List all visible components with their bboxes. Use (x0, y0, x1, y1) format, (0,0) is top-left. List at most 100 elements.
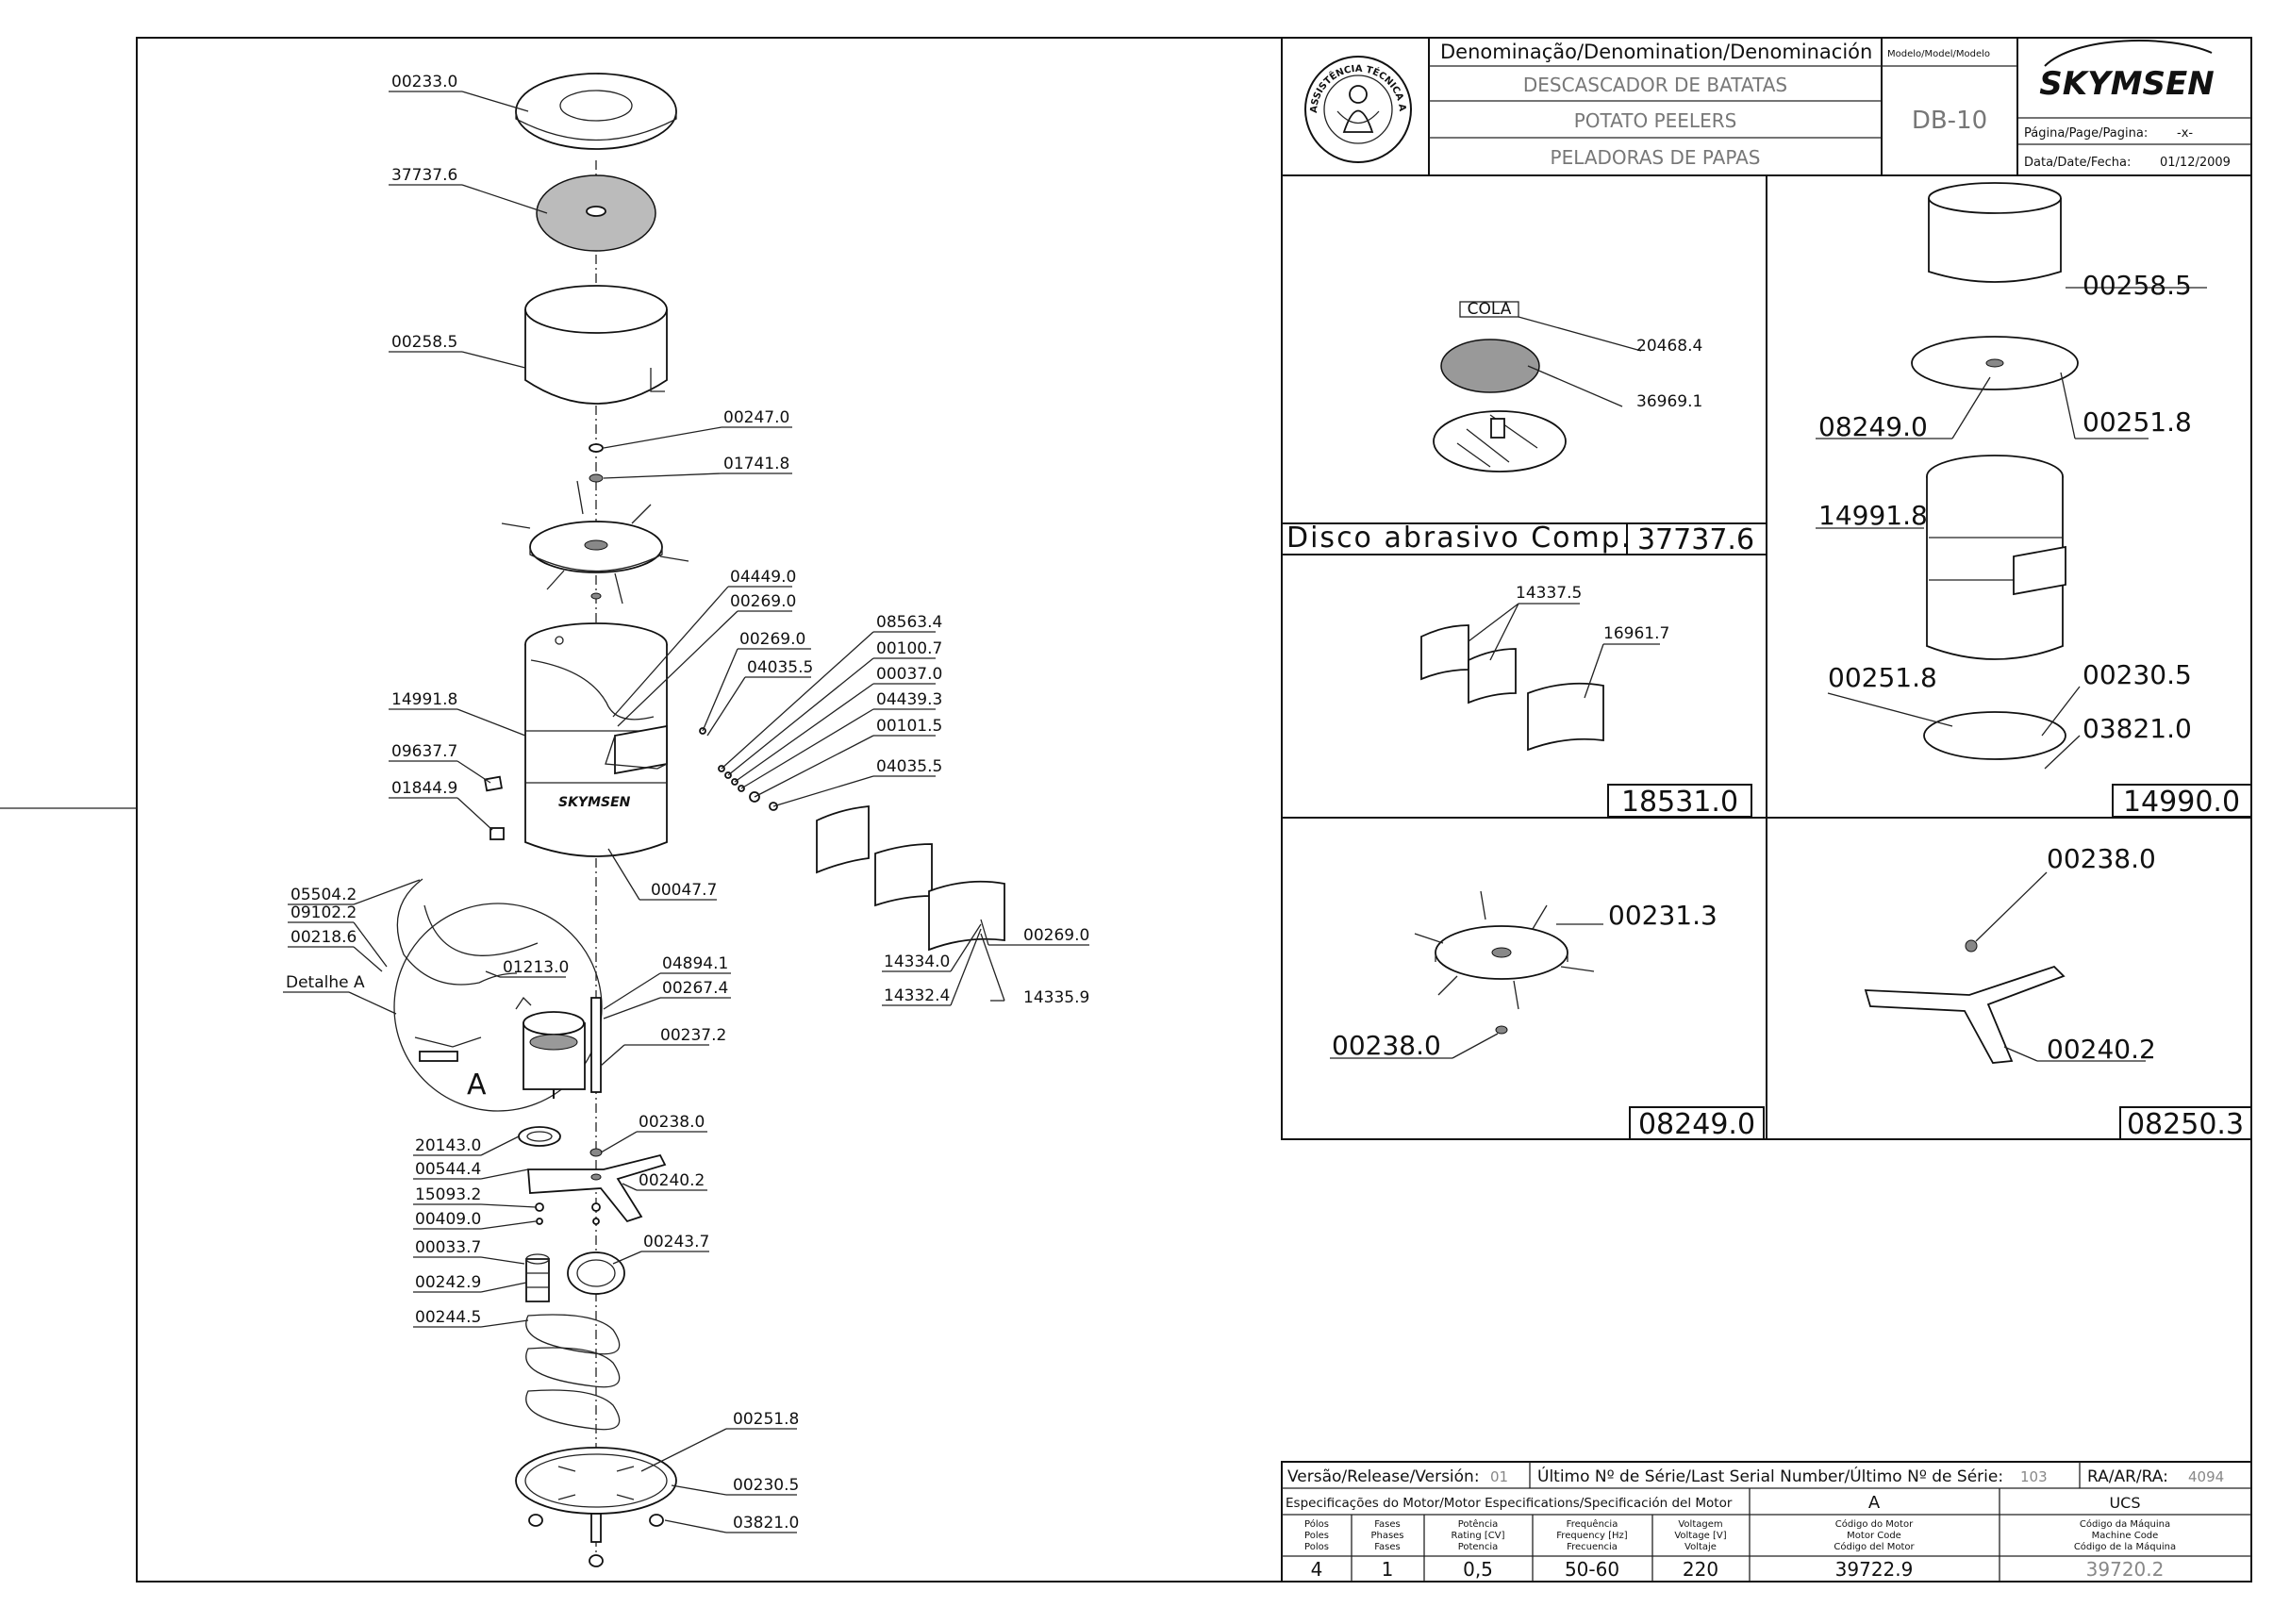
panel2-code: 18531.0 (1621, 786, 1738, 819)
svg-text:Código da Máquina: Código da Máquina (2080, 1518, 2170, 1530)
main-label-9: 08563.4 (876, 613, 942, 632)
header-block: ASSISTÊNCIA TÉCNICA AUTORIZADA Denominaç… (0, 0, 2252, 176)
main-label-11: 00037.0 (876, 665, 942, 684)
label-36969-1: 36969.1 (1636, 392, 1702, 411)
main-label-44: 03821.0 (733, 1514, 799, 1533)
main-label-18: 00047.7 (651, 881, 717, 900)
label-00251-8-p4a: 00251.8 (2083, 406, 2192, 438)
svg-text:Phases: Phases (1370, 1531, 1403, 1541)
svg-text:Voltaje: Voltaje (1684, 1542, 1717, 1552)
main-label-43: 00230.5 (733, 1476, 799, 1495)
authorized-service-seal: ASSISTÊNCIA TÉCNICA AUTORIZADA (0, 0, 1412, 163)
main-label-41: 00244.5 (415, 1308, 481, 1327)
name-pt: DESCASCADOR DE BATATAS (1523, 74, 1787, 96)
version-value: 01 (1490, 1468, 1508, 1485)
main-label-13: 00101.5 (876, 717, 942, 736)
main-label-31: 14335.9 (1023, 988, 1089, 1007)
serial-label: Último Nº de Série/Last Serial Number/Úl… (1537, 1466, 2003, 1486)
seal-text: ASSISTÊNCIA TÉCNICA AUTORIZADA (0, 0, 1407, 113)
main-label-37: 00240.2 (639, 1171, 705, 1190)
svg-text:1: 1 (1382, 1558, 1394, 1581)
machine-col: UCS (2109, 1494, 2140, 1512)
main-label-34: 15093.2 (415, 1185, 481, 1204)
main-label-4: 01741.8 (723, 455, 789, 473)
motor-col: A (1868, 1493, 1881, 1513)
main-label-36: 00238.0 (639, 1113, 705, 1132)
title-block: Versão/Release/Versión: 01 Último Nº de … (1281, 1461, 2252, 1583)
main-label-5: 04449.0 (730, 568, 796, 587)
panel1-code: 37737.6 (1637, 523, 1754, 556)
panel4-code: 14990.0 (2123, 786, 2240, 819)
main-label-15: 14991.8 (391, 690, 457, 709)
main-label-28: 00269.0 (1023, 926, 1089, 945)
main-label-42: 00251.8 (733, 1410, 799, 1429)
date-value: 01/12/2009 (2160, 156, 2231, 170)
svg-text:Rating [CV]: Rating [CV] (1451, 1531, 1504, 1541)
main-label-33: 00544.4 (415, 1160, 481, 1179)
name-en: POTATO PEELERS (1574, 109, 1737, 132)
date-label: Data/Date/Fecha: (2024, 156, 2131, 170)
label-cola: COLA (1468, 300, 1512, 319)
main-label-35: 00409.0 (415, 1210, 481, 1229)
svg-text:Machine Code: Machine Code (2092, 1531, 2159, 1541)
main-label-22: Detalhe A (286, 973, 365, 992)
main-label-21: 00218.6 (290, 928, 357, 947)
label-20468-4: 20468.4 (1636, 337, 1702, 356)
svg-text:Polos: Polos (1304, 1542, 1329, 1552)
main-label-19: 05504.2 (290, 886, 357, 904)
page-value: -x- (2177, 126, 2193, 141)
panel-liners: 14337.5 16961.7 18531.0 (1420, 584, 1752, 819)
main-label-29: 14334.0 (884, 953, 950, 971)
main-label-17: 01844.9 (391, 779, 457, 798)
svg-text:4: 4 (1311, 1558, 1323, 1581)
main-label-1: 37737.6 (391, 166, 457, 185)
label-03821-0-p4: 03821.0 (2083, 713, 2192, 744)
main-label-16: 09637.7 (391, 742, 457, 761)
svg-text:Fases: Fases (1374, 1542, 1401, 1552)
label-00258-5-p4: 00258.5 (2083, 270, 2192, 301)
main-label-6: 00269.0 (730, 592, 796, 611)
svg-text:SKYMSEN: SKYMSEN (2039, 65, 2214, 103)
svg-text:39722.9: 39722.9 (1835, 1558, 1914, 1581)
spec-col-poles: Pólos Poles Polos 4 (1304, 1518, 1329, 1581)
brand-logo: SKYMSEN (2039, 40, 2215, 103)
svg-text:Potencia: Potencia (1458, 1542, 1499, 1552)
svg-text:Frequency [Hz]: Frequency [Hz] (1556, 1531, 1628, 1541)
spec-col-machine-code: Código da Máquina Machine Code Código de… (2074, 1518, 2176, 1581)
main-label-30: 14332.4 (884, 986, 950, 1005)
main-label-2: 00258.5 (391, 333, 457, 352)
svg-text:Motor Code: Motor Code (1847, 1531, 1901, 1541)
panel-impeller: 00238.0 00240.2 08250.3 (1864, 843, 2252, 1141)
page-label: Página/Page/Pagina: (2024, 126, 2148, 141)
main-part-labels: 00233.0 37737.6 00258.5 00247.0 01741.8 … (286, 73, 1089, 1533)
panel-disc: 00231.3 00238.0 08249.0 (1330, 890, 1765, 1141)
drum-brand: SKYMSEN (558, 795, 631, 810)
label-00231-3: 00231.3 (1608, 900, 1718, 931)
version-label: Versão/Release/Versión: (1287, 1467, 1480, 1486)
main-label-32: 20143.0 (415, 1136, 481, 1155)
spec-col-phases: Fases Phases Fases 1 (1370, 1519, 1403, 1581)
label-16961-7: 16961.7 (1603, 624, 1669, 643)
main-label-23: 01213.0 (503, 958, 569, 977)
main-label-39: 00242.9 (415, 1273, 481, 1292)
svg-text:Voltage [V]: Voltage [V] (1674, 1531, 1726, 1541)
main-label-26: 00237.2 (660, 1026, 726, 1045)
spec-col-motor-code: Código do Motor Motor Code Código del Mo… (1834, 1518, 1915, 1581)
svg-text:220: 220 (1683, 1558, 1718, 1581)
label-00238-0-p5: 00238.0 (2047, 843, 2156, 874)
denomination-label: Denominação/Denomination/Denominación (1440, 41, 1872, 63)
panel3-code: 08249.0 (1638, 1108, 1755, 1141)
main-label-38: 00033.7 (415, 1238, 481, 1257)
detail-panels-grid (1281, 174, 2252, 1140)
svg-text:0,5: 0,5 (1463, 1558, 1493, 1581)
label-00251-8-p4b: 00251.8 (1828, 662, 1937, 693)
model-value: DB-10 (1912, 107, 1987, 135)
name-es: PELADORAS DE PAPAS (1551, 146, 1761, 169)
main-label-8: 04035.5 (747, 658, 813, 677)
serial-value: 103 (2020, 1468, 2048, 1485)
label-08249-0-p4: 08249.0 (1818, 411, 1928, 442)
label-00240-2-p5: 00240.2 (2047, 1034, 2156, 1065)
svg-text:Voltagem: Voltagem (1678, 1519, 1722, 1530)
spec-col-voltage: Voltagem Voltage [V] Voltaje 220 (1674, 1519, 1726, 1581)
svg-text:Código del Motor: Código del Motor (1834, 1541, 1915, 1552)
